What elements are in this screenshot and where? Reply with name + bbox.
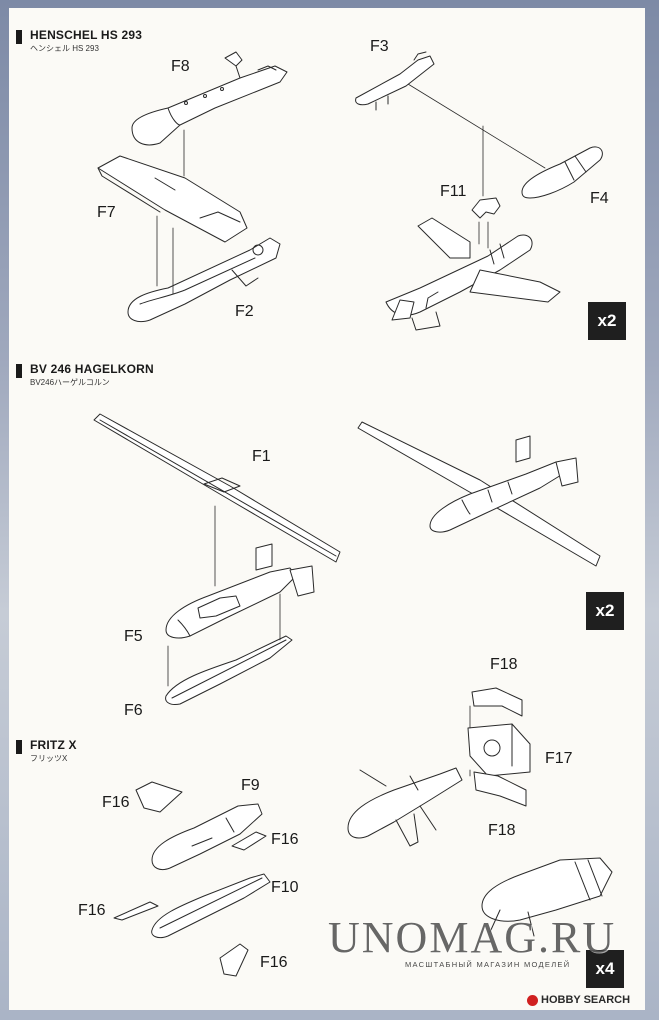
part-label-f6: F6 [124,702,143,719]
part-label-f16-b: F16 [271,831,299,848]
part-label-f18-bottom: F18 [488,822,516,839]
fritz-fin-f16-d [220,944,248,976]
fritz-assembled-bottom [482,858,612,936]
bv246-belly-f6 [166,636,292,705]
part-label-f11: F11 [440,183,467,200]
part-label-f5: F5 [124,628,143,645]
part-label-f1: F1 [252,448,271,465]
hs293-fuselage-lower-f2 [128,238,280,322]
hobby-search-logo-text: HOBBY SEARCH [541,994,631,1006]
section-marker [16,364,22,378]
hobby-search-logo-icon [527,994,538,1006]
bv246-guide-lines [168,506,280,686]
bv246-assembled [358,422,600,566]
fritz-tail-box-f17 [468,724,530,776]
hs293-part-f11 [472,198,500,218]
fritz-assembled-top [348,768,462,846]
fritz-tail-ring-f18-bottom [474,772,526,806]
section-title: FRITZ X [30,738,77,752]
part-label-f16-d: F16 [260,954,288,971]
watermark-text: UNOMAG.RU [328,913,617,962]
part-label-f9: F9 [241,777,260,794]
watermark-subtext: МАСШТАБНЫЙ МАГАЗИН МОДЕЛЕЙ [405,960,571,969]
hobby-search-logo: HOBBY SEARCH [527,994,630,1006]
section-marker [16,30,22,44]
fritz-fin-f16-c [114,902,158,920]
quantity-badge-bv246: x2 [586,592,624,630]
section-subtitle: ヘンシェル HS 293 [30,44,99,53]
part-label-f18-top: F18 [490,656,518,673]
section-subtitle: フリッツX [30,754,68,763]
section-title: HENSCHEL HS 293 [30,28,143,42]
part-label-f2: F2 [235,303,254,320]
section-subtitle: BV246ハーゲルコルン [30,378,110,387]
hs293-wing-f7 [98,156,247,242]
bv246-wing-f1 [94,414,340,562]
part-label-f3: F3 [370,38,389,55]
hs293-fuselage-upper-f8 [132,52,287,145]
quantity-badge-fritz: x4 [586,950,624,988]
hs293-canopy-f3 [356,52,434,110]
part-label-f17: F17 [545,750,573,767]
part-label-f16-a: F16 [102,794,130,811]
fritz-tail-ring-f18-top [472,688,522,716]
hs293-assembled [386,218,560,330]
hs293-warhead-f4 [522,147,602,198]
fritz-body-lower-f10 [152,874,270,938]
fritz-fin-f16-a [136,782,182,812]
section-title: BV 246 HAGELKORN [30,362,154,376]
bv246-fuselage-f5 [166,544,314,638]
part-label-f16-c: F16 [78,902,106,919]
part-label-f4: F4 [590,190,609,207]
section-marker [16,740,22,754]
hs293-guide-lines [157,84,545,294]
fritz-fin-f16-b [232,832,266,850]
part-label-f8: F8 [171,58,190,75]
quantity-badge-hs293: x2 [588,302,626,340]
part-label-f10: F10 [271,879,299,896]
fritz-body-upper-f9 [152,804,262,870]
part-label-f7: F7 [97,204,116,221]
